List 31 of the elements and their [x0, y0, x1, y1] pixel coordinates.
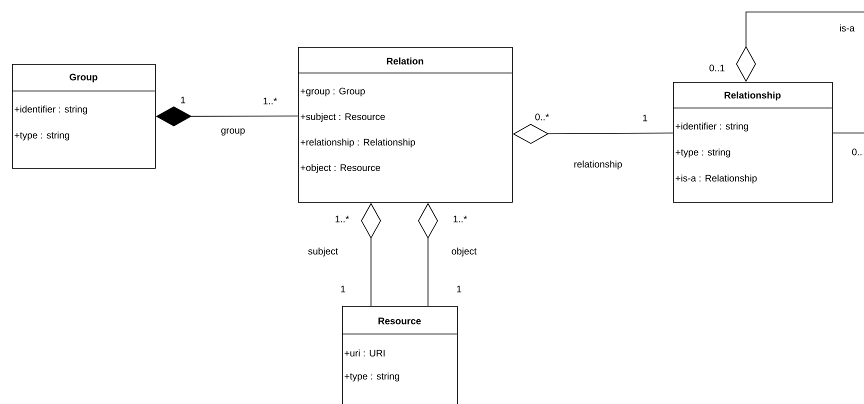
- multiplicity-label: 0..*: [535, 114, 549, 120]
- attribute-text: +uri : URI: [344, 350, 385, 356]
- class-name: Relation: [386, 58, 424, 64]
- edge-label: relationship: [574, 160, 622, 170]
- edge-label: subject: [308, 248, 338, 256]
- attribute-text: +relationship : Relationship: [300, 138, 415, 148]
- attribute-text: +type : string: [676, 148, 730, 158]
- multiplicity-label: 1..*: [454, 216, 467, 222]
- multiplicity-label: 1..*: [264, 98, 277, 104]
- attribute-text: +is-a : Relationship: [676, 174, 757, 184]
- multiplicity-label: 0..1: [709, 64, 724, 72]
- attribute-text: +type : string: [14, 132, 70, 140]
- class-name: Relationship: [724, 92, 781, 100]
- multiplicity-label: 1: [341, 286, 346, 292]
- attribute-text: +group : Group: [300, 88, 365, 96]
- class-name: Group: [70, 74, 98, 82]
- attribute-text: +identifier : string: [14, 106, 88, 114]
- attribute-text: +type : string: [344, 372, 400, 382]
- attribute-text: +object : Resource: [300, 164, 380, 173]
- multiplicity-label: 1: [457, 286, 462, 292]
- association-line: [736, 12, 864, 134]
- class-name: Resource: [378, 318, 421, 324]
- attribute-text: +identifier : string: [676, 122, 748, 132]
- attribute-text: +subject : Resource: [300, 113, 385, 122]
- edge-label: is-a: [840, 24, 855, 32]
- multiplicity-label: 1: [643, 114, 648, 122]
- multiplicity-label: 0..: [852, 148, 862, 156]
- multiplicity-label: 1..*: [336, 216, 349, 222]
- edge-label: group: [221, 128, 245, 136]
- multiplicity-label: 1: [181, 96, 186, 104]
- edge-label: object: [452, 248, 477, 256]
